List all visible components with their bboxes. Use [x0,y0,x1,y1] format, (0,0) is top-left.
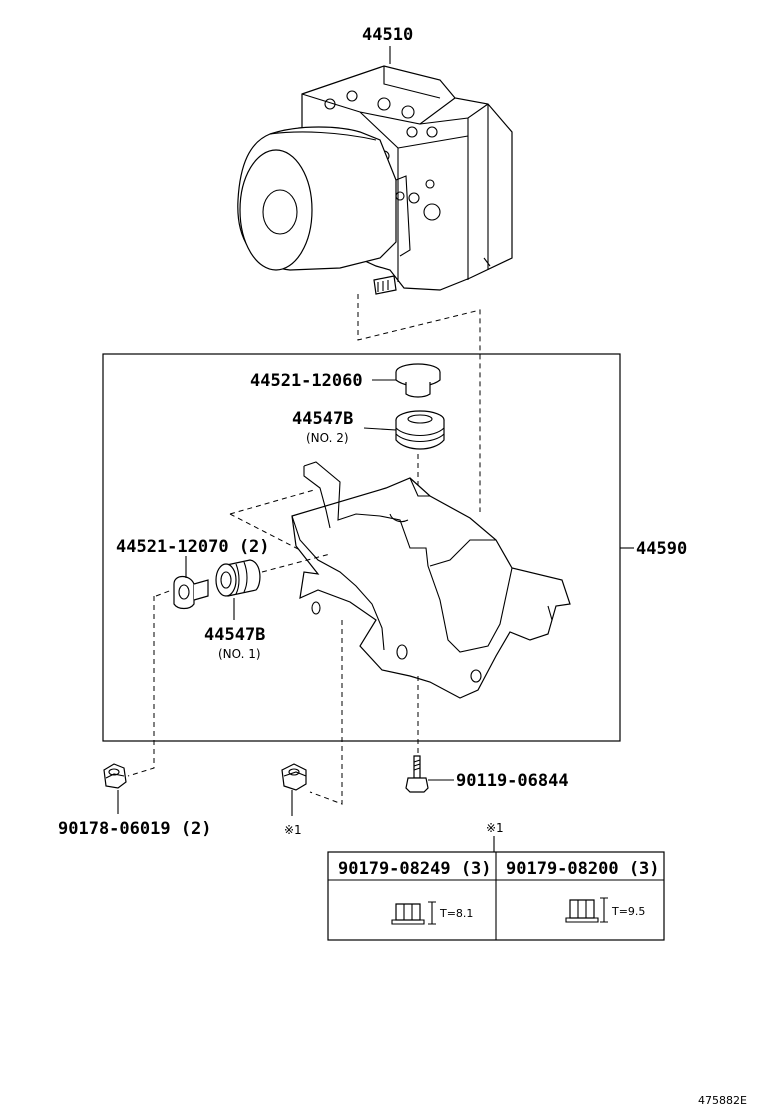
bracket [291,461,571,699]
label-44547b-top: 44547B [292,409,353,429]
label-44590: 44590 [636,539,687,559]
fastener-table [327,851,665,941]
dim-8249: T=8.1 [439,907,473,920]
cushion-44521-12070 [173,575,209,610]
label-mark-1: ※1 [284,823,302,837]
label-44510: 44510 [362,25,413,45]
table-mark: ※1 [486,821,504,835]
nut-icon-8249 [391,901,436,925]
table-header-1: 90179-08249 (3) [338,859,492,879]
label-44521-12060: 44521-12060 [250,371,363,391]
actuator-44510 [237,65,513,295]
label-44547b-side: 44547B [204,625,265,645]
grommet-44547b-no2 [395,410,445,450]
nut-icon-8200 [565,897,608,923]
nut-90178-06019 [103,763,127,789]
bolt-90119-06844 [405,755,429,793]
figure-code: 475882E [698,1094,747,1107]
dim-8200: T=9.5 [611,905,645,918]
label-44547b-top-note: (NO. 2) [306,431,349,445]
label-90119-06844: 90119-06844 [456,771,569,791]
nut-mark-1 [281,763,307,791]
label-44521-12070: 44521-12070 (2) [116,537,270,557]
label-90178-06019: 90178-06019 (2) [58,819,212,839]
grommet-44547b-no1 [215,559,261,597]
label-44547b-side-note: (NO. 1) [218,647,261,661]
table-header-2: 90179-08200 (3) [506,859,660,879]
cushion-44521-12060 [395,363,441,398]
